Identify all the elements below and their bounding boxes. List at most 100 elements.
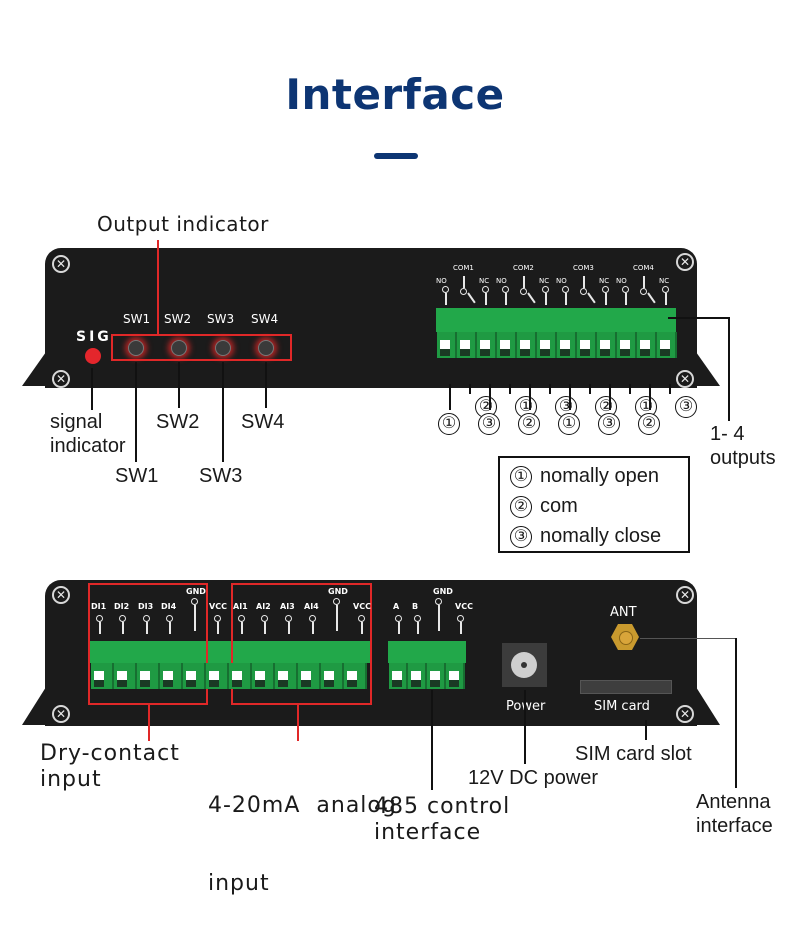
relay-terminal-body bbox=[436, 308, 676, 332]
io-terminal[interactable] bbox=[160, 663, 183, 689]
ai-pin bbox=[336, 605, 338, 631]
sw2-led bbox=[171, 340, 187, 356]
sw2-callout: SW2 bbox=[156, 411, 200, 433]
relay-terminal[interactable] bbox=[517, 332, 537, 358]
antenna-line2: interface bbox=[696, 815, 773, 837]
relay-terminal[interactable] bbox=[537, 332, 557, 358]
screw-hole bbox=[347, 671, 357, 680]
screw-hole bbox=[117, 671, 127, 680]
rs485-callout: 485 control interface bbox=[374, 794, 510, 846]
sw2-leader bbox=[178, 362, 180, 408]
di-pin-head bbox=[119, 615, 126, 622]
output-indicator-leader bbox=[157, 240, 159, 334]
io-terminal[interactable] bbox=[252, 663, 275, 689]
nc-pin bbox=[485, 293, 487, 305]
rs485-terminal[interactable] bbox=[408, 663, 427, 689]
ai-pin bbox=[241, 622, 243, 634]
outputs-leader-v bbox=[728, 317, 730, 421]
relay-terminal[interactable] bbox=[577, 332, 597, 358]
screw-icon: ✕ bbox=[52, 255, 70, 273]
screw-icon: ✕ bbox=[52, 370, 70, 388]
terminal-slot bbox=[600, 349, 610, 356]
terminal-number: ③ bbox=[675, 396, 697, 418]
io-terminal[interactable] bbox=[206, 663, 229, 689]
rs485-terminal[interactable] bbox=[389, 663, 408, 689]
io-terminal[interactable] bbox=[114, 663, 137, 689]
screw-hole bbox=[560, 340, 570, 349]
terminal-leader bbox=[629, 384, 631, 394]
relay-terminal[interactable] bbox=[437, 332, 457, 358]
io-terminal[interactable] bbox=[344, 663, 367, 689]
terminal-leader bbox=[489, 384, 491, 410]
io-terminal[interactable] bbox=[137, 663, 160, 689]
io-terminal[interactable] bbox=[298, 663, 321, 689]
legend-symbol: ② bbox=[510, 495, 532, 518]
no-pin-head bbox=[502, 286, 509, 293]
nc-pin-head bbox=[602, 286, 609, 293]
terminal-leader bbox=[609, 384, 611, 410]
relay-terminal[interactable] bbox=[557, 332, 577, 358]
antenna-leader-v bbox=[735, 638, 737, 788]
rs485-pin-label: A bbox=[393, 602, 400, 611]
sw3-leader bbox=[222, 362, 224, 462]
ai-pin bbox=[312, 622, 314, 634]
sim-card-slot[interactable] bbox=[580, 680, 672, 694]
relay-terminal[interactable] bbox=[657, 332, 677, 358]
screw-hole bbox=[232, 671, 242, 680]
ai-pin bbox=[288, 622, 290, 634]
relay-terminal[interactable] bbox=[497, 332, 517, 358]
io-terminal[interactable] bbox=[183, 663, 206, 689]
di-pin-label: DI3 bbox=[138, 602, 154, 611]
sim-slot-callout: SIM card slot bbox=[575, 743, 692, 765]
com-pin-head bbox=[520, 288, 527, 295]
com-pin-head bbox=[580, 288, 587, 295]
relay-terminal[interactable] bbox=[597, 332, 617, 358]
ai-pin-head bbox=[358, 615, 365, 622]
ai-pin-head bbox=[333, 598, 340, 605]
com-label: COM3 bbox=[573, 264, 594, 272]
ai-pin-head bbox=[309, 615, 316, 622]
rs485-terminal[interactable] bbox=[427, 663, 446, 689]
signal-indicator-text: signal indicator bbox=[50, 411, 126, 457]
terminal-leader bbox=[669, 384, 671, 394]
power-callout: 12V DC power bbox=[468, 767, 599, 789]
screw-hole bbox=[520, 340, 530, 349]
screw-icon: ✕ bbox=[52, 705, 70, 723]
io-terminal[interactable] bbox=[91, 663, 114, 689]
terminal-slot bbox=[449, 680, 459, 687]
terminal-number: ① bbox=[558, 413, 580, 435]
terminal-slot bbox=[560, 349, 570, 356]
terminal-leader bbox=[529, 384, 531, 410]
rs485-terminal[interactable] bbox=[446, 663, 465, 689]
relay-terminal[interactable] bbox=[617, 332, 637, 358]
relay-terminal[interactable] bbox=[637, 332, 657, 358]
rs485-pin bbox=[460, 622, 462, 634]
nc-pin bbox=[665, 293, 667, 305]
di-pin bbox=[217, 622, 219, 634]
analog-input-callout: 4-20mA analog input bbox=[208, 741, 397, 923]
nc-label: NC bbox=[599, 277, 610, 285]
screw-hole bbox=[278, 671, 288, 680]
legend-text: nomally close bbox=[540, 525, 662, 547]
di-pin bbox=[122, 622, 124, 634]
relay-terminal[interactable] bbox=[477, 332, 497, 358]
screw-hole bbox=[660, 340, 670, 349]
screw-icon: ✕ bbox=[676, 370, 694, 388]
di-pin bbox=[169, 622, 171, 634]
legend-symbol: ① bbox=[510, 465, 532, 488]
nc-label: NC bbox=[539, 277, 550, 285]
antenna-leader-h bbox=[640, 638, 736, 639]
sw3-callout: SW3 bbox=[199, 465, 243, 487]
analog-input-leader bbox=[297, 705, 299, 741]
ai-pin-label: AI2 bbox=[256, 602, 271, 611]
relay-terminal[interactable] bbox=[457, 332, 477, 358]
io-terminal-body bbox=[90, 641, 370, 663]
ai-pin bbox=[264, 622, 266, 634]
io-terminal[interactable] bbox=[229, 663, 252, 689]
screw-hole bbox=[620, 340, 630, 349]
io-terminal[interactable] bbox=[321, 663, 344, 689]
dry-contact-callout: Dry-contact input bbox=[40, 741, 180, 793]
io-terminal[interactable] bbox=[275, 663, 298, 689]
